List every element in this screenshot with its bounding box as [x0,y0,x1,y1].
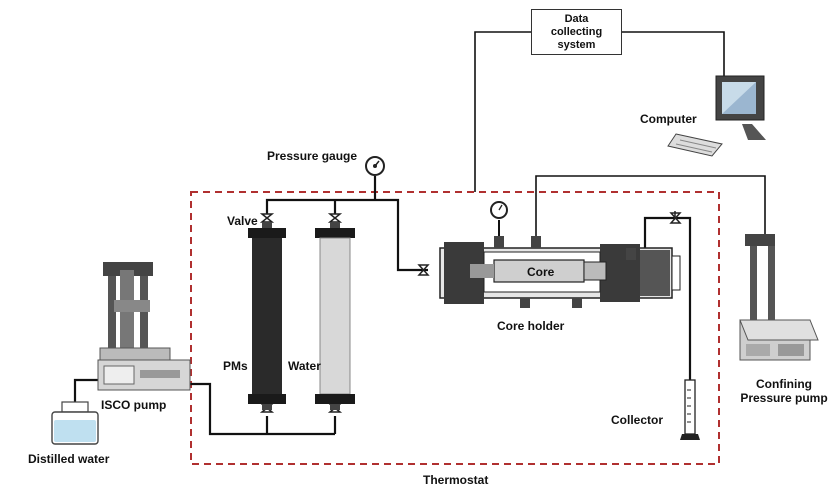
computer-icon [667,75,766,157]
isco-pump-label: ISCO pump [101,398,167,412]
valve-label: Valve [227,214,258,228]
thermostat-enclosure [190,191,720,465]
data-collecting-line-1: Data [564,12,589,25]
signal-wires [474,31,766,240]
water-column [315,222,355,410]
confining-pressure-pump [739,234,819,361]
confining-label-line-2: Pressure pump [740,391,828,405]
pms-column [248,222,286,410]
pms-label: PMs [223,359,248,373]
distilled-water-bottle [51,401,99,445]
water-label: Water [288,359,321,373]
confining-pump-caption: Confining Pressure pump [738,377,829,405]
core-label: Core [527,265,555,279]
flow-lines [73,176,692,436]
pressure-gauge-label: Pressure gauge [267,149,358,163]
distilled-water-label: Distilled water [28,452,110,466]
core-holder [439,201,681,308]
collector-cylinder [680,379,700,440]
data-collecting-line-3: system [557,38,596,51]
thermostat-label: Thermostat [423,473,489,487]
isco-pump [97,262,191,391]
data-collecting-system-box: Data collecting system [531,9,622,55]
computer-label: Computer [640,112,697,126]
data-collecting-line-2: collecting [550,25,603,38]
pressure-gauge-icon [365,156,385,176]
confining-label-line-1: Confining [756,377,812,391]
collector-label: Collector [611,413,664,427]
core-holder-label: Core holder [497,319,565,333]
